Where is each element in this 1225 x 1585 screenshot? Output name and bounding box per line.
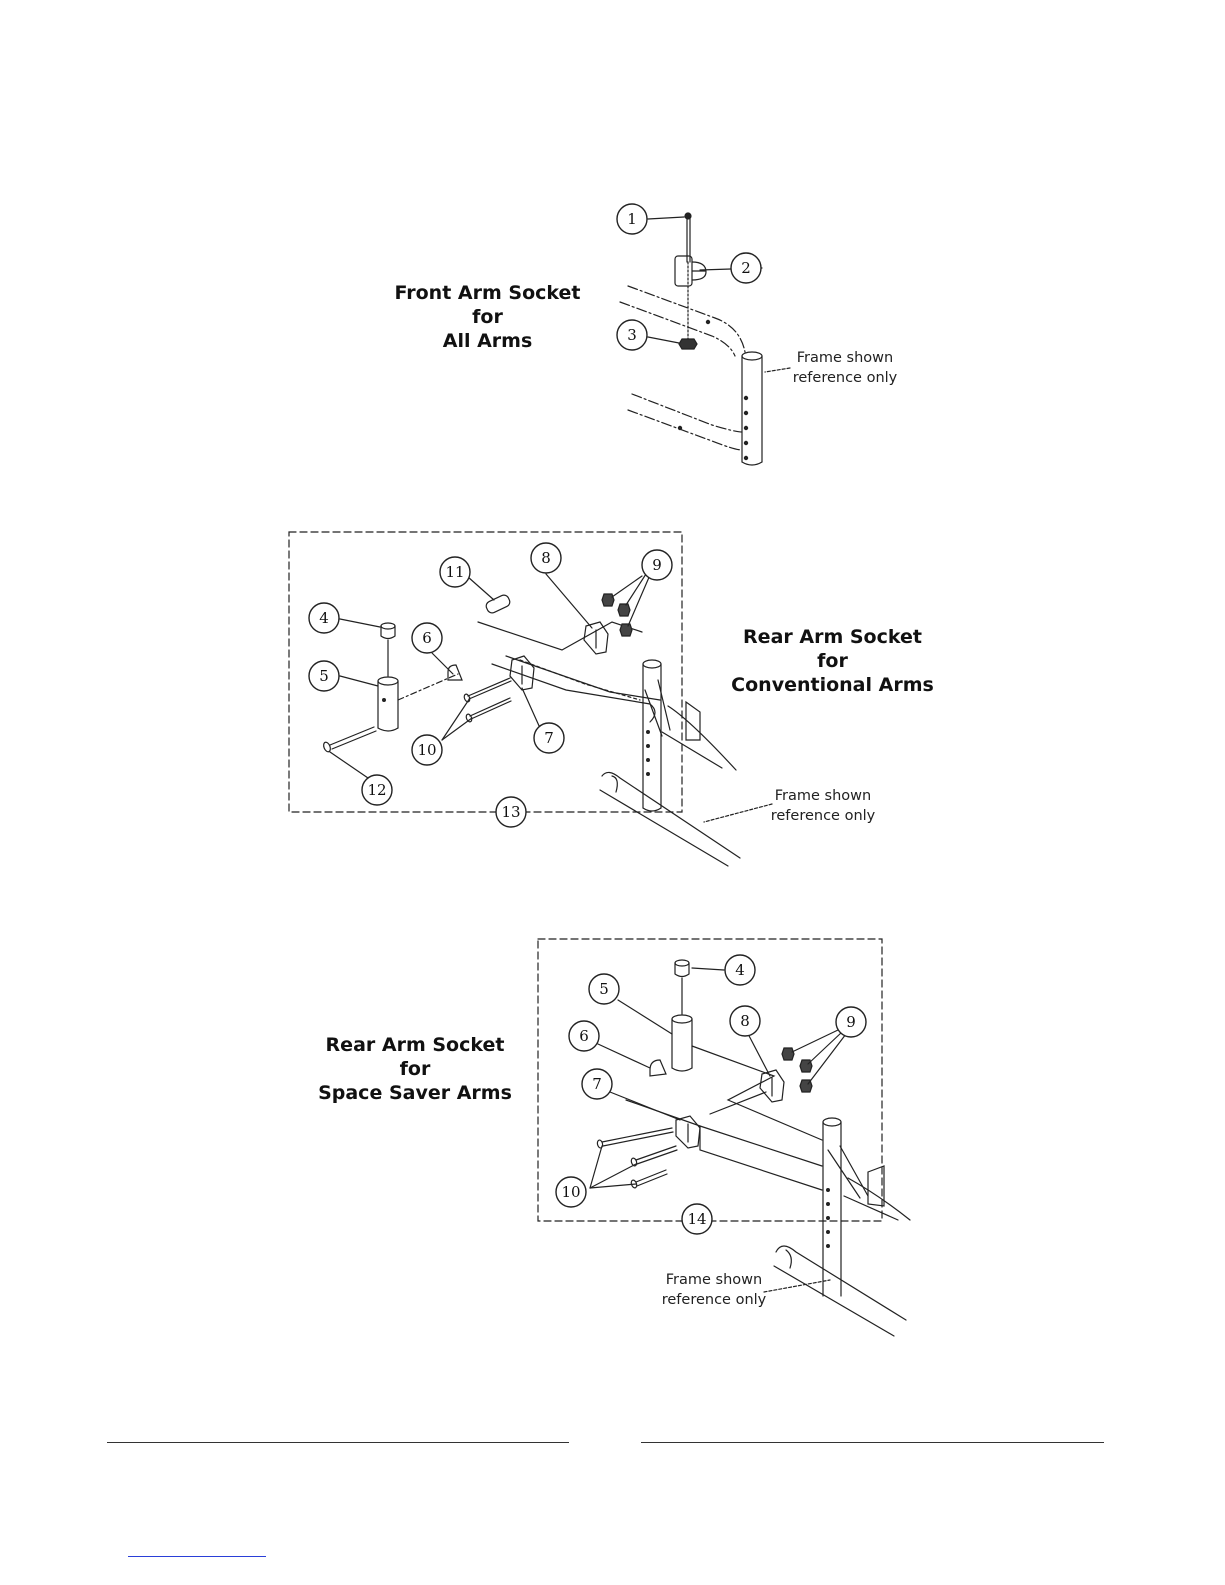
- footer-link-underline: [128, 1556, 266, 1557]
- callout-label: 10: [417, 741, 436, 759]
- callout-label: 8: [740, 1012, 750, 1030]
- callout-label: 1: [627, 210, 637, 228]
- callout-label: 11: [445, 563, 464, 581]
- callout-label: 3: [627, 326, 637, 344]
- callout-label: 5: [319, 667, 329, 685]
- conventional-socket-assembly: [322, 574, 772, 866]
- footer-rule-left: [107, 1442, 569, 1443]
- callout-label: 2: [741, 259, 751, 277]
- callout-label: 4: [735, 961, 745, 979]
- callout-label: 12: [367, 781, 386, 799]
- callout-label: 4: [319, 609, 329, 627]
- callout-label: 14: [687, 1210, 706, 1228]
- callout-label: 8: [541, 549, 551, 567]
- footer-rule-right: [641, 1442, 1104, 1443]
- callout-label: 7: [544, 729, 554, 747]
- callout-label: 9: [652, 556, 662, 574]
- callout-label: 9: [846, 1013, 856, 1031]
- callout-label: 5: [599, 980, 609, 998]
- callout-label: 10: [561, 1183, 580, 1201]
- callout-label: 6: [579, 1027, 589, 1045]
- callout-label: 6: [422, 629, 432, 647]
- callout-label: 13: [501, 803, 520, 821]
- kit-13-boundary: [289, 532, 682, 812]
- callout-label: 7: [592, 1075, 602, 1093]
